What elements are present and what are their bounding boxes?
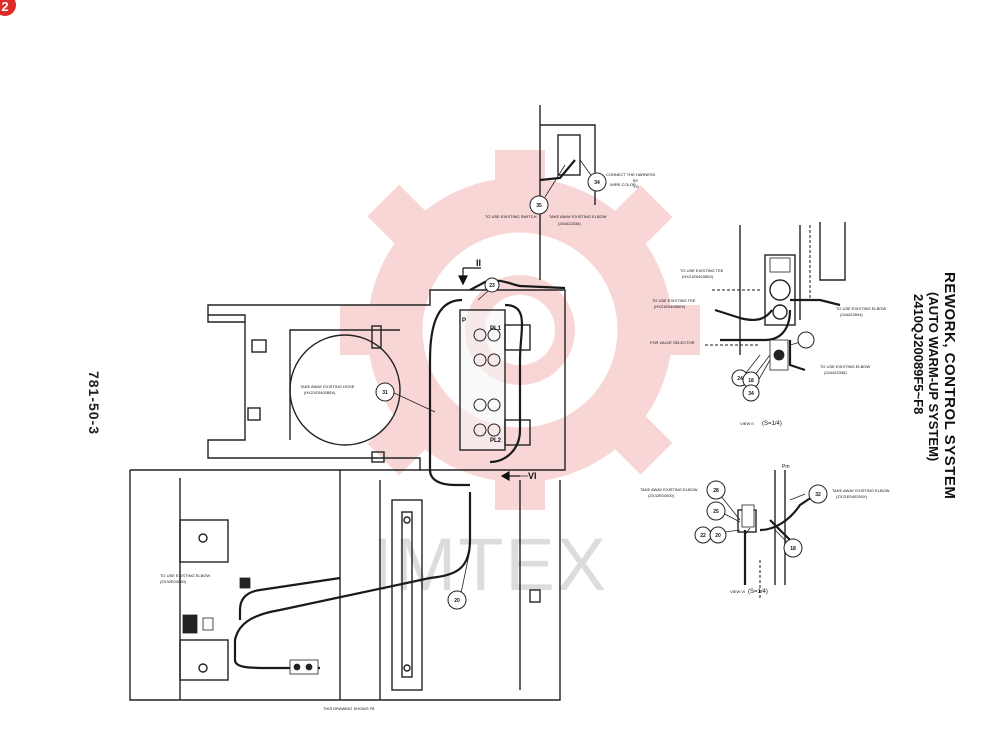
svg-text:28: 28: [713, 488, 719, 494]
components: [182, 257, 791, 675]
svg-text:(S=1/4): (S=1/4): [748, 589, 768, 595]
svg-text:YG: YG: [633, 184, 639, 189]
callout-circles: [375, 172, 828, 610]
svg-text:22: 22: [700, 533, 706, 539]
svg-text:18: 18: [790, 546, 796, 552]
hose-routing-dashed: [705, 225, 811, 600]
section-mark-top: II: [476, 258, 481, 268]
svg-text:TAKE AWAY EXISTING HOSE: TAKE AWAY EXISTING HOSE: [300, 384, 355, 389]
svg-text:TO USE EXISTING TEE: TO USE EXISTING TEE: [680, 268, 724, 273]
svg-text:(244422336): (244422336): [558, 221, 581, 226]
svg-text:Pm: Pm: [782, 464, 790, 470]
svg-text:FOR VALVE SELECTOR: FOR VALVE SELECTOR: [650, 340, 695, 345]
svg-text:THIS DRAWING SHOWS F8: THIS DRAWING SHOWS F8: [323, 706, 375, 711]
svg-text:(ZX21E040250X): (ZX21E040250X): [836, 494, 868, 499]
svg-text:18: 18: [748, 378, 754, 384]
svg-text:CONNECT THE HARNESS: CONNECT THE HARNESS: [606, 172, 656, 177]
svg-text:20: 20: [715, 533, 721, 539]
svg-text:25: 25: [713, 509, 719, 515]
page-badge: 2: [0, 0, 16, 16]
svg-text:TO USE EXISTING ELBOW: TO USE EXISTING ELBOW: [160, 573, 210, 578]
svg-text:VIEW II: VIEW II: [740, 421, 754, 426]
svg-text:(244422894): (244422894): [840, 312, 863, 317]
callout-labels: 35 34 23 31 20 24 18 34 28 25 22 20 18 3…: [382, 180, 821, 604]
svg-text:(244422336): (244422336): [824, 370, 847, 375]
drawing-title-block: REWORK, CONTROL SYSTEM (AUTO WARM-UP SYS…: [911, 272, 958, 499]
svg-text:P: P: [462, 318, 466, 324]
hose-routing: [233, 159, 841, 670]
svg-text:(S=1/4): (S=1/4): [762, 421, 782, 427]
drawing-subtitle: (AUTO WARM-UP SYSTEM): [926, 292, 941, 462]
svg-text:24: 24: [737, 376, 743, 382]
drawing-number: 2410QJ20089F5~F8: [911, 294, 926, 415]
svg-text:31: 31: [382, 390, 388, 396]
svg-text:TAKE AWAY EXISTING ELBOW: TAKE AWAY EXISTING ELBOW: [640, 487, 698, 492]
page-number: 781-50-3: [86, 370, 103, 436]
watermark-text: IMTEX: [372, 523, 608, 606]
svg-text:32: 32: [815, 492, 821, 498]
svg-text:PL1: PL1: [490, 326, 502, 332]
svg-text:34: 34: [748, 391, 754, 397]
svg-text:BY: BY: [633, 178, 639, 183]
svg-text:TO USE EXISTING ELBOW: TO USE EXISTING ELBOW: [836, 306, 886, 311]
svg-text:(ZX32E04000): (ZX32E04000): [160, 579, 187, 584]
svg-text:23: 23: [489, 283, 495, 289]
svg-text:TO USE EXISTING ELBOW: TO USE EXISTING ELBOW: [820, 364, 870, 369]
svg-text:TAKE AWAY EXISTING ELBOW: TAKE AWAY EXISTING ELBOW: [549, 214, 607, 219]
svg-text:TAKE AWAY EXISTING ELBOW: TAKE AWAY EXISTING ELBOW: [832, 488, 890, 493]
machine-frame: [129, 105, 846, 701]
svg-text:VIEW VI: VIEW VI: [730, 589, 745, 594]
section-arrows: [458, 267, 520, 482]
svg-text:34: 34: [594, 180, 600, 186]
section-mark-side: VI: [528, 471, 537, 481]
svg-text:(ZX32E04000): (ZX32E04000): [648, 493, 675, 498]
svg-text:(HX21E040360X): (HX21E040360X): [654, 304, 686, 309]
svg-text:(HX21E040350X): (HX21E040350X): [682, 274, 714, 279]
svg-text:PL2: PL2: [490, 438, 502, 444]
svg-text:TO USE EXISTING TEE: TO USE EXISTING TEE: [652, 298, 696, 303]
svg-text:(HX21E040280X): (HX21E040280X): [304, 390, 336, 395]
svg-text:TO USE EXISTING SWITCH: TO USE EXISTING SWITCH: [485, 214, 537, 219]
svg-text:35: 35: [536, 203, 542, 209]
svg-text:WIRE COLOR: WIRE COLOR: [610, 182, 636, 187]
annotations: CONNECT THE HARNESS WIRE COLOR BY YG TO …: [160, 172, 890, 711]
port-labels: PL1 PL2 P: [462, 318, 502, 444]
svg-text:20: 20: [454, 598, 460, 604]
drawing-title: REWORK, CONTROL SYSTEM: [941, 272, 958, 500]
